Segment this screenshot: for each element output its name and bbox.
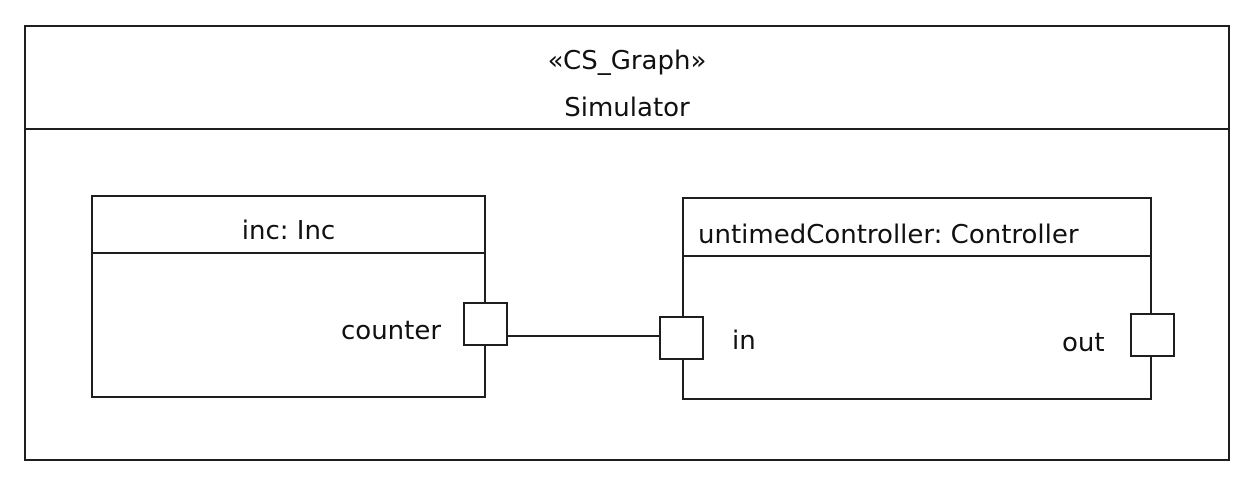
stereotype-label: «CS_Graph» [547,46,707,76]
part-inc-title: inc: Inc [93,197,484,254]
port-out-label: out [1062,328,1105,358]
simulator-block[interactable]: «CS_Graph» Simulator [24,25,1230,461]
part-controller-title: untimedController: Controller [684,199,1150,257]
port-in-label: in [732,326,756,356]
simulator-header: «CS_Graph» Simulator [26,27,1228,130]
part-inc[interactable]: inc: Inc [91,195,486,398]
port-in[interactable] [659,316,704,360]
port-counter[interactable] [463,302,508,346]
connector-counter-in[interactable] [508,335,660,337]
block-name: Simulator [564,93,690,123]
part-untimed-controller[interactable]: untimedController: Controller [682,197,1152,400]
port-out[interactable] [1130,313,1175,357]
port-counter-label: counter [341,316,442,346]
